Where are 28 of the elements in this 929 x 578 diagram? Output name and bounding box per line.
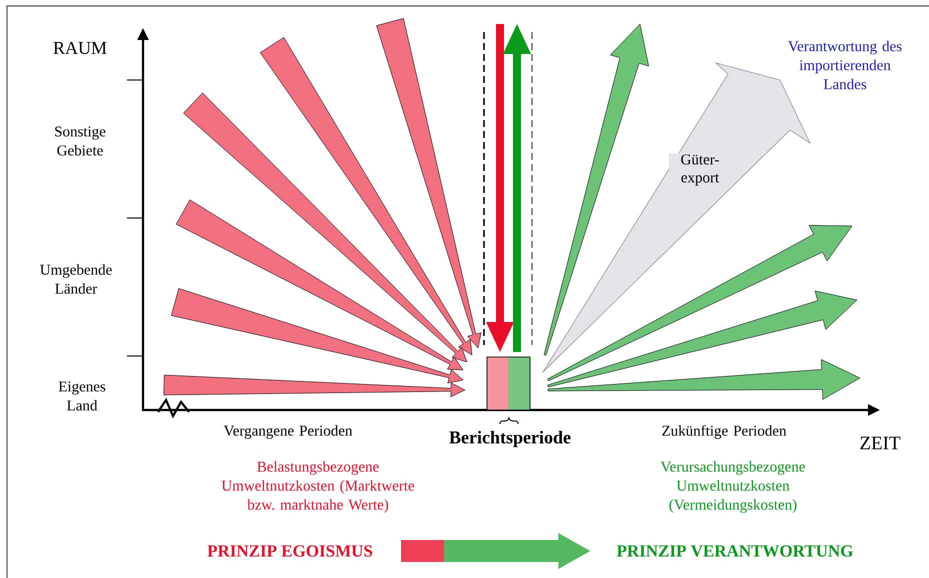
axis-category: Umgebende Länder [40, 264, 112, 294]
axis-label: ZEIT [860, 436, 900, 450]
arrow [548, 359, 860, 400]
period-box [486, 356, 530, 410]
axis-category: Sonstige Gebiete [55, 126, 106, 156]
principle-label: PRINZIP VERANTWORTUNG [616, 545, 853, 557]
cost-text: Verursachungsbezogene Umweltnutzkosten (Vermeidungskosten) [660, 461, 805, 513]
arrow [164, 374, 466, 398]
period-label: Berichtsperiode [449, 430, 571, 448]
arrow [176, 200, 464, 370]
arrow [171, 288, 464, 384]
arrow [183, 92, 468, 362]
principle-label: PRINZIP EGOISMUS [207, 545, 372, 557]
arrow [486, 24, 514, 352]
arrow [544, 24, 649, 356]
arrow [547, 225, 852, 382]
period-label: Vergangene Perioden [224, 425, 352, 439]
arrow [260, 37, 472, 356]
axis-category: Eigenes Land [58, 381, 106, 411]
transition-arrow [401, 533, 590, 569]
arrow [376, 18, 482, 348]
edge-label: Güter- export [669, 153, 731, 187]
axis-label: RAUM [54, 42, 106, 54]
period-label: Zukünftige Perioden [662, 425, 786, 439]
arrow [503, 24, 531, 352]
arrow [547, 290, 858, 388]
note-text: Verantwortung des importierenden Landes [788, 40, 902, 90]
cost-text: Belastungsbezogene Umweltnutzkosten (Marktwerte bzw. marktnahe Werte) [222, 461, 414, 513]
